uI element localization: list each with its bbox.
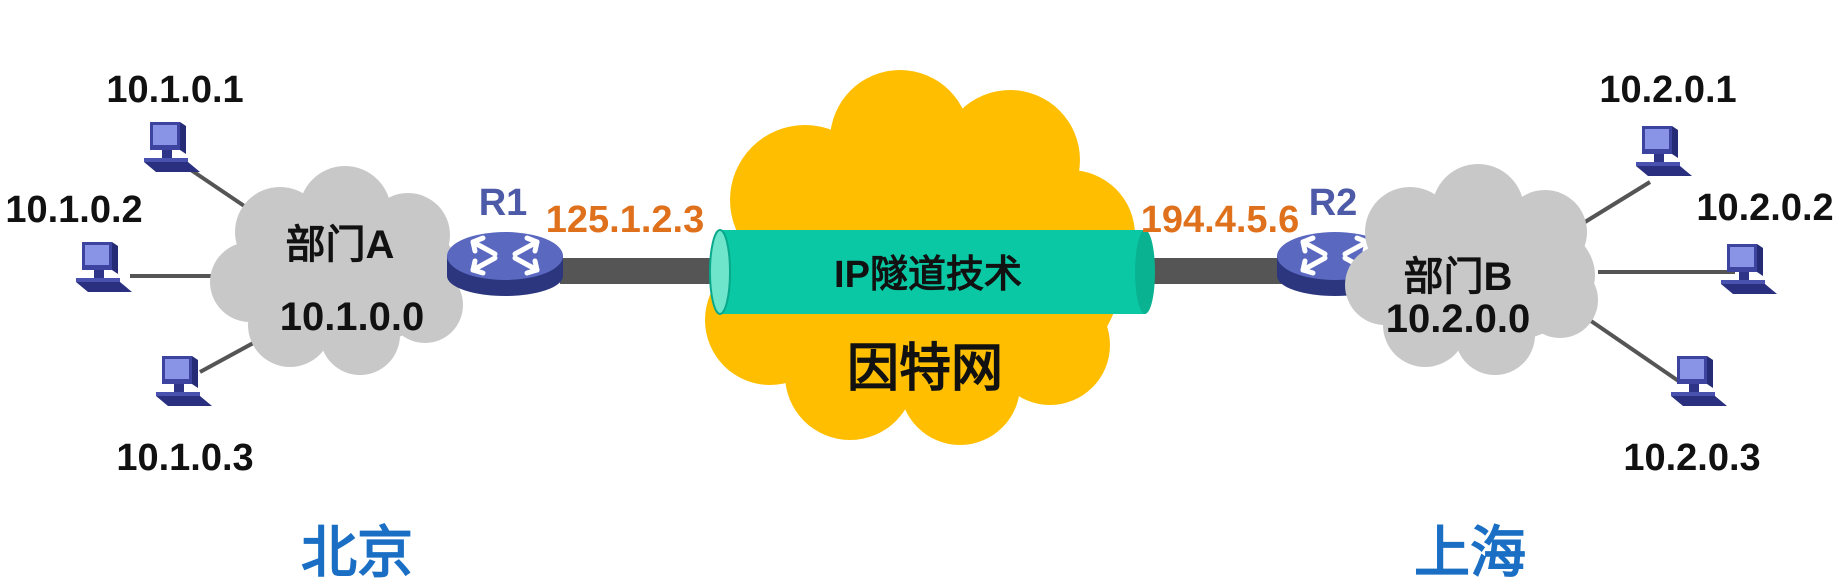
ip-tunnel xyxy=(709,229,1155,315)
link-host-b1 xyxy=(1583,180,1652,224)
dept-a-name: 部门A xyxy=(286,223,395,267)
internet-name: 因特网 xyxy=(847,340,1003,398)
dept-b-name: 部门B xyxy=(1404,255,1513,299)
desktop-computer-icon xyxy=(156,356,212,406)
host-b3-ip: 10.2.0.3 xyxy=(1623,437,1760,479)
link-r1-internet xyxy=(560,258,735,284)
r2-public-ip: 194.4.5.6 xyxy=(1141,199,1299,241)
city-left: 北京 xyxy=(301,521,413,584)
desktop-computer-icon xyxy=(76,242,132,292)
router-r1-name: R1 xyxy=(479,182,528,224)
desktop-computer-icon xyxy=(1671,356,1727,406)
desktop-computer-icon xyxy=(144,122,200,172)
dept-a-network: 10.1.0.0 xyxy=(280,295,425,339)
host-b2-ip: 10.2.0.2 xyxy=(1696,187,1833,229)
lan-cloud-a xyxy=(210,166,463,375)
desktop-computer-icon xyxy=(1636,126,1692,176)
host-b1-ip: 10.2.0.1 xyxy=(1599,69,1736,111)
tunnel-label: IP隧道技术 xyxy=(834,254,1022,296)
host-a3-ip: 10.1.0.3 xyxy=(116,437,253,479)
lan-cloud-b xyxy=(1345,164,1598,375)
host-a2-ip: 10.1.0.2 xyxy=(5,189,142,231)
r1-public-ip: 125.1.2.3 xyxy=(546,199,704,241)
city-right: 上海 xyxy=(1414,521,1526,584)
desktop-computer-icon xyxy=(1721,244,1777,294)
router-r2-caption: ROUTER xyxy=(1312,301,1359,313)
router-r2-name: R2 xyxy=(1309,182,1358,224)
link-host-b3 xyxy=(1573,308,1682,384)
host-a1-ip: 10.1.0.1 xyxy=(106,69,243,111)
router-r1-caption: ROUTER xyxy=(482,301,529,313)
dept-b-network: 10.2.0.0 xyxy=(1386,297,1531,341)
router-icon xyxy=(447,232,563,296)
